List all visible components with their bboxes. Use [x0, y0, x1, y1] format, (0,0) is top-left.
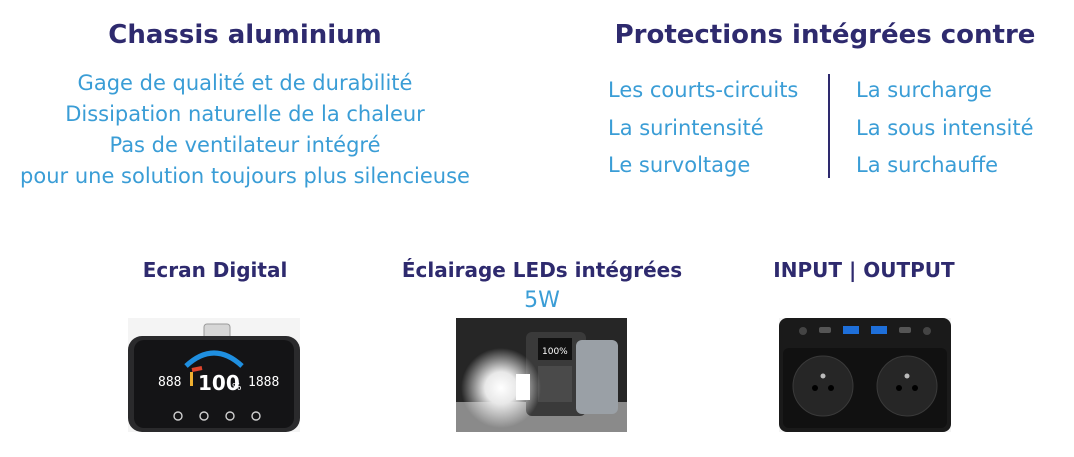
protection-item: La surchauffe: [856, 153, 999, 177]
svg-text:100%: 100%: [542, 347, 568, 357]
protection-item: La sous intensité: [856, 115, 1034, 140]
chassis-line: Gage de qualité et de durabilité: [77, 71, 413, 95]
io-feature-title: INPUT | OUTPUT: [773, 258, 955, 282]
chassis-title: Chassis aluminium: [108, 20, 382, 50]
led-lighting-photo: 100%: [456, 318, 627, 432]
svg-text:100: 100: [198, 371, 240, 395]
chassis-line: pour une solution toujours plus silencie…: [20, 164, 470, 188]
screen-feature-title: Ecran Digital: [142, 258, 288, 282]
input-output-photo: [779, 318, 951, 432]
svg-text:888: 888: [158, 375, 181, 390]
digital-screen-photo: 888 100 % 1888: [128, 318, 300, 432]
protection-item: La surintensité: [608, 115, 764, 140]
protections-divider: [828, 74, 830, 178]
svg-text:%: %: [232, 382, 242, 393]
chassis-line: Pas de ventilateur intégré: [109, 133, 381, 157]
protections-title: Protections intégrées contre: [614, 20, 1036, 50]
protections-list-left: Les courts-circuits La surintensité Le s…: [608, 72, 798, 185]
protection-item: La surcharge: [856, 78, 992, 102]
protection-item: Le survoltage: [608, 153, 751, 177]
chassis-description: Gage de qualité et de durabilité Dissipa…: [0, 68, 490, 192]
svg-text:1888: 1888: [248, 375, 279, 390]
chassis-line: Dissipation naturelle de la chaleur: [65, 102, 425, 126]
led-power-label: 5W: [524, 288, 560, 313]
led-feature-title: Éclairage LEDs intégrées: [401, 258, 683, 282]
protection-item: Les courts-circuits: [608, 78, 799, 102]
protections-list-right: La surcharge La sous intensité La surcha…: [856, 72, 1034, 185]
